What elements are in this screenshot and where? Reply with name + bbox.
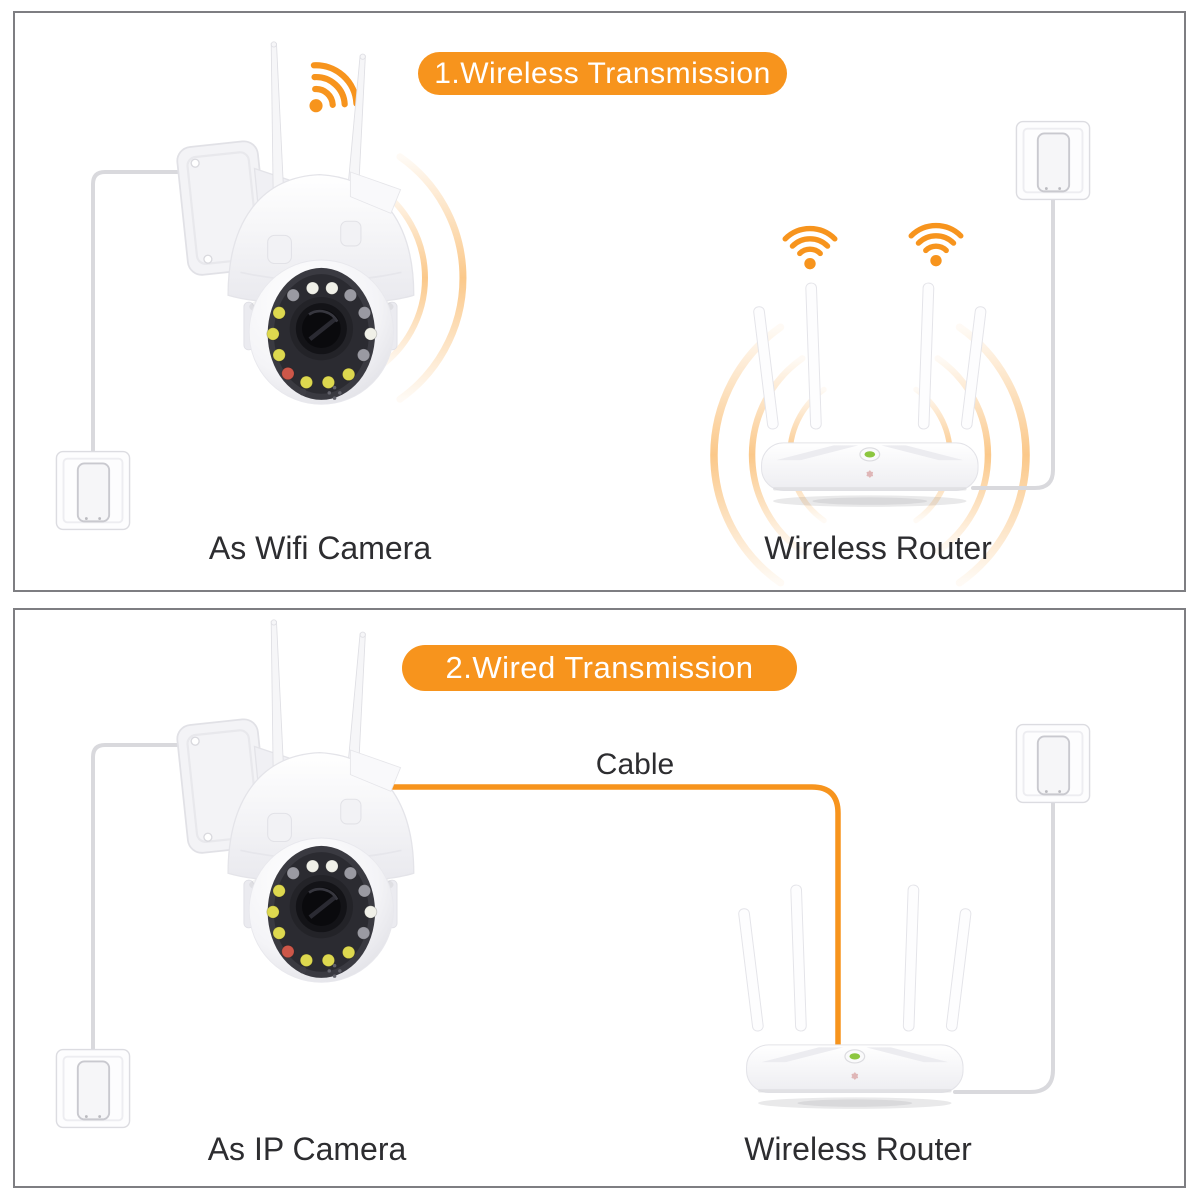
cable-caption: Cable <box>595 748 675 781</box>
router-power-cable <box>953 793 1055 1094</box>
section-banner: 2.Wired Transmission <box>402 645 797 691</box>
wall-socket <box>1015 120 1091 201</box>
router-caption: Wireless Router <box>744 1131 972 1167</box>
camera-power-cable <box>91 743 192 1052</box>
wireless-router <box>752 282 988 508</box>
camera-caption: As Wifi Camera <box>208 530 432 566</box>
wireless-transmission-panel: 1.Wireless Transmission As Wifi Camera W… <box>13 11 1186 592</box>
camera-power-cable <box>91 170 237 455</box>
ptz-camera <box>176 620 414 983</box>
wired-transmission-panel: 2.Wired Transmission Cable As IP Camera … <box>13 608 1186 1188</box>
router-power-cable <box>971 191 1055 490</box>
router-wifi-signal-icon <box>911 226 961 267</box>
ethernet-cable <box>387 784 841 1055</box>
ptz-camera <box>176 42 414 405</box>
wall-socket <box>1015 723 1091 804</box>
router-wifi-signal-icon <box>785 229 835 270</box>
section-banner: 1.Wireless Transmission <box>418 52 787 95</box>
wall-socket <box>55 1048 131 1129</box>
wireless-scene <box>55 13 1091 587</box>
wired-scene <box>55 610 1091 1129</box>
camera-wifi-signal-icon <box>290 57 364 130</box>
camera-caption: As IP Camera <box>207 1131 407 1167</box>
router-caption: Wireless Router <box>764 530 992 566</box>
wall-socket <box>55 450 131 531</box>
wireless-router <box>737 884 973 1110</box>
